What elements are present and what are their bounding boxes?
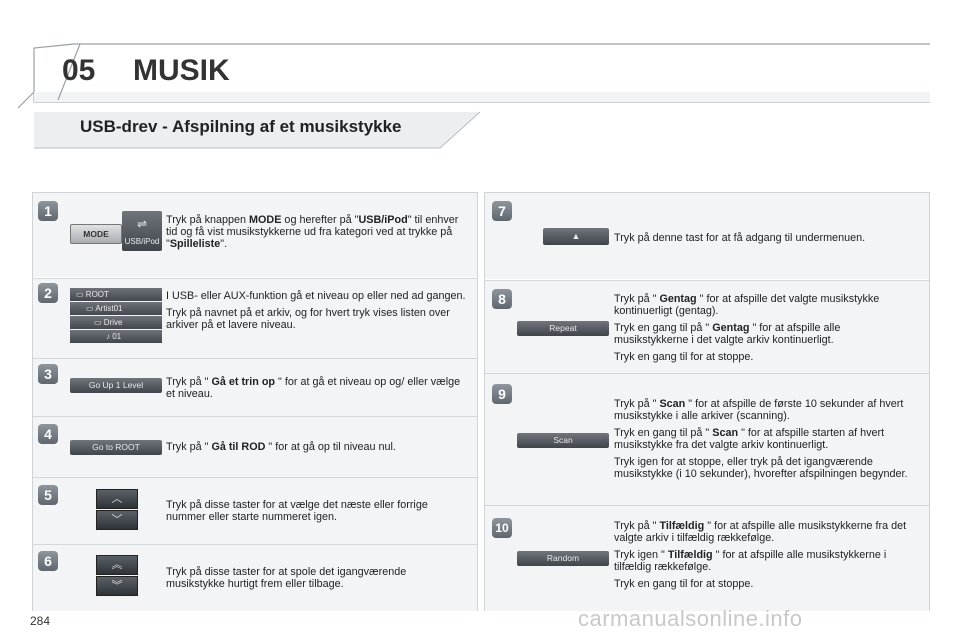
watermark: carmanualsonline.info [578,606,803,631]
step-6-text: Tryk på disse taster for at spole det ig… [166,566,407,590]
step-2-text: I USB- eller AUX-funktion gå et niveau o… [166,290,466,331]
chevron-down-icon: ﹀ [111,514,123,526]
folder-root[interactable]: ▭ ROOT [70,288,162,301]
page-number: 284 [30,614,51,628]
step-8-text: Tryk på " Gentag " for at afspille det v… [614,293,880,363]
chapter-title: MUSIK [133,54,230,87]
folder-icon: ▭ [76,290,84,299]
next-track-button[interactable]: ︿ [96,489,138,509]
repeat-button[interactable]: Repeat [517,321,609,336]
step-number-4: 4 [38,424,58,444]
step-number-6: 6 [38,551,58,571]
step-number-10: 10 [492,518,512,538]
folder-drive[interactable]: ▭ Drive [70,316,162,329]
step-9-text: Tryk på " Scan " for at afspille de førs… [614,398,908,480]
folder-artist01[interactable]: ▭ Artist01 [70,302,162,315]
step-4-text: Tryk på " Gå til ROD " for at gå op til … [166,441,396,453]
step-10-text: Tryk på " Tilfældig " for at afspille al… [614,520,907,590]
step-number-7: 7 [492,201,512,221]
go-up-1-level-button[interactable]: Go Up 1 Level [70,378,162,393]
folder-icon: ▭ [94,318,102,327]
step-number-3: 3 [38,364,58,384]
note-icon: ♪ [106,332,110,341]
left-panel [32,192,478,611]
chevron-up-icon: ︿ [111,493,123,505]
usb-icon: ⇌ [136,217,148,231]
header-frame [17,43,930,149]
usb-ipod-button[interactable]: ⇌ USB/iPod [122,211,162,251]
double-chevron-down-icon: ︾ [111,580,123,592]
chapter-number: 05 [62,54,96,87]
fast-forward-button[interactable]: ︽ [96,555,138,575]
fast-rewind-button[interactable]: ︾ [96,576,138,596]
step-1-text: Tryk på knappen MODE og herefter på "USB… [166,214,459,250]
section-title: USB-drev - Afspilning af et musikstykke [80,117,402,136]
step-3-text: Tryk på " Gå et trin op " for at gå et n… [166,376,461,400]
step-number-8: 8 [492,289,512,309]
scan-button[interactable]: Scan [517,433,609,448]
folder-icon: ▭ [86,304,94,313]
step-number-9: 9 [492,384,512,404]
step-number-5: 5 [38,485,58,505]
mode-button[interactable]: MODE [70,224,122,244]
submenu-button[interactable]: ▲ [543,228,609,245]
right-panel [484,192,930,611]
step-7-text: Tryk på denne tast for at få adgang til … [614,232,866,244]
usb-ipod-label: USB/iPod [124,237,160,246]
folder-01[interactable]: ♪ 01 [70,330,162,343]
step-number-1: 1 [38,201,58,221]
go-to-root-button[interactable]: Go to ROOT [70,440,162,455]
previous-track-button[interactable]: ﹀ [96,510,138,530]
step-number-2: 2 [38,283,58,303]
random-button[interactable]: Random [517,551,609,566]
double-chevron-up-icon: ︽ [111,559,123,571]
triangle-up-icon: ▲ [571,231,581,241]
step-5-text: Tryk på disse taster for at vælge det næ… [166,499,428,523]
